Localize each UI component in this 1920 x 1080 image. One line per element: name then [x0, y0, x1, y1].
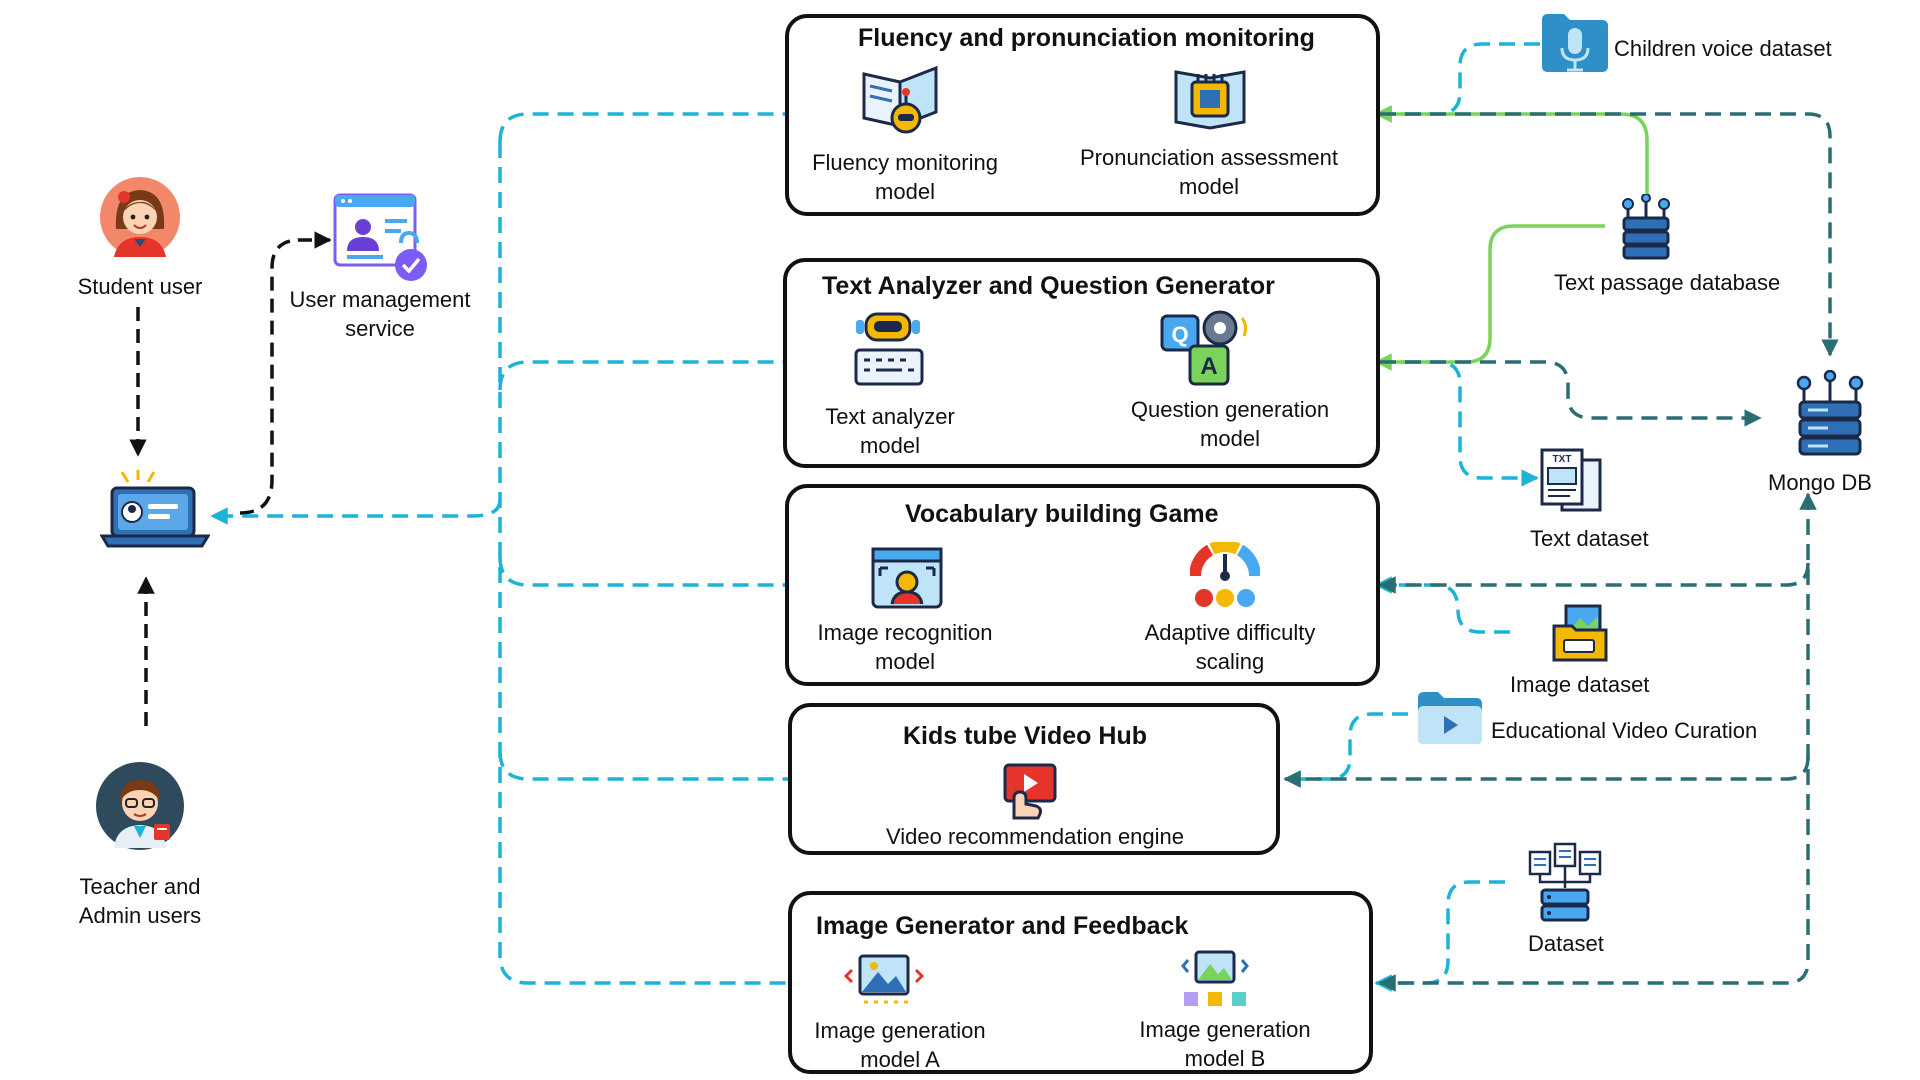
bus-to-laptop-connector — [210, 499, 502, 525]
module-title: Vocabulary building Game — [905, 500, 1219, 528]
microphone-folder-icon — [1540, 10, 1610, 76]
svg-text:Q: Q — [1171, 322, 1188, 347]
robot-keyboard-icon — [850, 310, 930, 388]
mongo-trunk-line — [1378, 492, 1817, 992]
module-title: Text Analyzer and Question Generator — [822, 272, 1275, 300]
svg-text:TXT: TXT — [1553, 454, 1572, 465]
svg-text:A: A — [1200, 353, 1217, 380]
text-analyzer-to-mongo-connector — [1380, 360, 1762, 427]
image-folder-icon — [1552, 604, 1608, 664]
video-folder-icon — [1416, 690, 1484, 746]
question-answer-gears-icon: Q A — [1158, 306, 1254, 388]
mongo-db-label: Mongo DB — [1768, 470, 1872, 495]
adaptive-difficulty-scaling-label: Adaptive difficulty scaling — [1144, 620, 1316, 674]
student-avatar-icon — [100, 177, 180, 257]
module-title: Kids tube Video Hub — [903, 722, 1147, 750]
image-dataset-label: Image dataset — [1510, 672, 1650, 697]
question-generation-model-label: Question generation model — [1130, 397, 1330, 451]
text-analyzer-model-label: Text analyzer model — [825, 404, 955, 458]
user-management-label: User management service — [289, 287, 471, 341]
pronunciation-assessment-model-label: Pronunciation assessment model — [1079, 145, 1339, 199]
dataset-connector — [1374, 880, 1505, 992]
image-generation-model-a-label: Image generation model A — [814, 1018, 986, 1072]
laptop-to-user-mgmt-connector — [239, 231, 332, 515]
teacher-avatar-icon — [96, 762, 184, 850]
image-generation-model-b-label: Image generation model B — [1139, 1017, 1311, 1071]
video-recommendation-engine-label: Video recommendation engine — [885, 824, 1185, 849]
teacher-admin-label: Teacher and Admin users — [78, 874, 202, 928]
text-dataset-label: Text dataset — [1530, 526, 1649, 551]
image-dataset-connector — [1374, 576, 1510, 634]
student-user-label: Student user — [77, 274, 203, 299]
dataset-network-icon — [1526, 842, 1604, 924]
image-recognition-model-label: Image recognition model — [817, 620, 993, 674]
dataset-label: Dataset — [1528, 931, 1604, 956]
microchip-book-icon — [1172, 64, 1248, 130]
educational-video-curation-label: Educational Video Curation — [1491, 718, 1758, 743]
image-recognition-icon — [870, 546, 944, 610]
fluency-monitoring-model-label: Fluency monitoring model — [812, 150, 998, 204]
children-voice-dataset-label: Children voice dataset — [1614, 36, 1832, 61]
robot-reading-book-icon — [860, 64, 942, 136]
passage-to-text-analyzer-connector — [1374, 224, 1605, 371]
passage-to-fluency-connector — [1374, 105, 1649, 200]
edu-video-connector — [1283, 712, 1408, 788]
image-generation-icon-b — [1180, 950, 1250, 1008]
voice-dataset-connector — [1374, 42, 1540, 123]
mongo-db-server-icon — [1790, 369, 1870, 466]
user-profile-lock-icon[interactable] — [333, 193, 429, 285]
module-title: Fluency and pronunciation monitoring — [858, 24, 1315, 52]
image-generation-icon-a — [843, 954, 925, 1006]
fluency-to-mongo-connector — [1380, 112, 1839, 357]
text-document-icon: TXT — [1538, 446, 1604, 514]
difficulty-gauge-icon — [1188, 540, 1262, 610]
database-server-icon — [1616, 193, 1676, 264]
laptop-user-icon[interactable] — [99, 470, 211, 550]
video-touch-icon — [1002, 762, 1060, 820]
text-passage-database-label: Text passage database — [1554, 270, 1781, 295]
text-dataset-connector — [1376, 360, 1539, 487]
module-title: Image Generator and Feedback — [816, 912, 1189, 940]
bus-vertical-line — [498, 112, 785, 143]
